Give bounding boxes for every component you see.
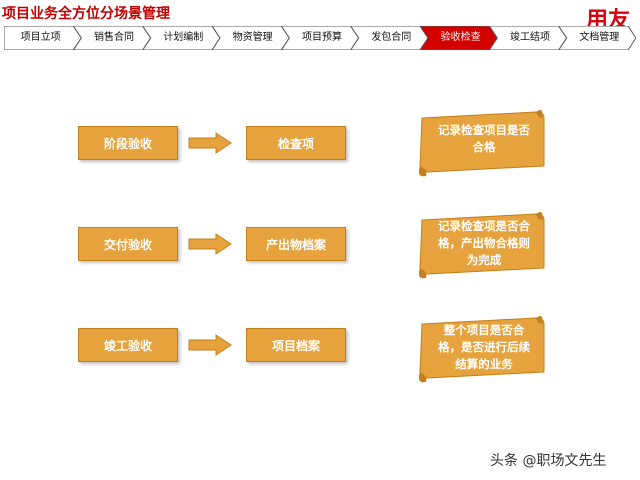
nav-step-shape[interactable] <box>72 26 152 50</box>
note-text: 记录检查项是否合格，产出物合格则为完成 <box>438 219 530 267</box>
nav-step-7[interactable]: 验收检查 <box>440 32 481 43</box>
process-nav-chevrons <box>4 26 636 50</box>
watermark: 头条 @职场文先生 <box>490 453 607 469</box>
scroll-banner-icon <box>418 212 545 279</box>
process-nav: 项目立项 销售合同 计划编制 物资管理 项目预算 发包合同 验收检查 竣工结项 文档管理 <box>4 26 636 50</box>
right-arrow-icon <box>188 233 232 255</box>
nav-step-1[interactable]: 项目立项 <box>20 32 61 43</box>
note-scroll-2: 记录检查项是否合格，产出物合格则为完成 <box>414 206 550 284</box>
page-title: 项目业务全方位分场景管理 <box>2 6 170 22</box>
scroll-banner-icon <box>418 110 545 177</box>
stage-box-delivery-acceptance: 交付验收 <box>78 227 178 261</box>
brand-logo: 用友 <box>585 8 630 26</box>
nav-step-4[interactable]: 物资管理 <box>232 32 273 43</box>
note-scroll-1: 记录检查项目是否合格 <box>414 104 550 182</box>
stage-box-phase-acceptance: 阶段验收 <box>78 126 178 160</box>
result-box-project-archive: 项目档案 <box>246 328 346 362</box>
nav-step-shape[interactable] <box>142 26 221 50</box>
right-arrow-icon <box>188 334 232 356</box>
nav-step-shape[interactable] <box>211 26 290 50</box>
note-text: 整个项目是否合格，是否进行后续结算的业务 <box>438 323 530 371</box>
nav-step-shape[interactable] <box>280 26 360 50</box>
note-scroll-3: 整个项目是否合格，是否进行后续结算的业务 <box>414 310 550 388</box>
note-text: 记录检查项目是否合格 <box>438 123 530 154</box>
nav-step-3[interactable]: 计划编制 <box>163 32 204 43</box>
stage-box-completion-acceptance: 竣工验收 <box>78 328 178 362</box>
scroll-banner-icon <box>418 316 545 383</box>
nav-step-9[interactable]: 文档管理 <box>579 32 620 43</box>
result-box-deliverable-archive: 产出物档案 <box>246 227 346 261</box>
nav-step-shape[interactable] <box>558 26 636 50</box>
nav-step-shape[interactable] <box>350 26 429 50</box>
nav-step-8[interactable]: 竣工结项 <box>509 32 550 43</box>
nav-step-shape[interactable] <box>488 26 568 50</box>
result-box-inspection-items: 检查项 <box>246 126 346 160</box>
nav-step-5[interactable]: 项目预算 <box>301 32 342 43</box>
nav-step-shape[interactable] <box>419 26 498 50</box>
nav-step-6[interactable]: 发包合同 <box>371 32 412 43</box>
right-arrow-icon <box>188 132 232 154</box>
nav-step-2[interactable]: 销售合同 <box>93 32 134 43</box>
